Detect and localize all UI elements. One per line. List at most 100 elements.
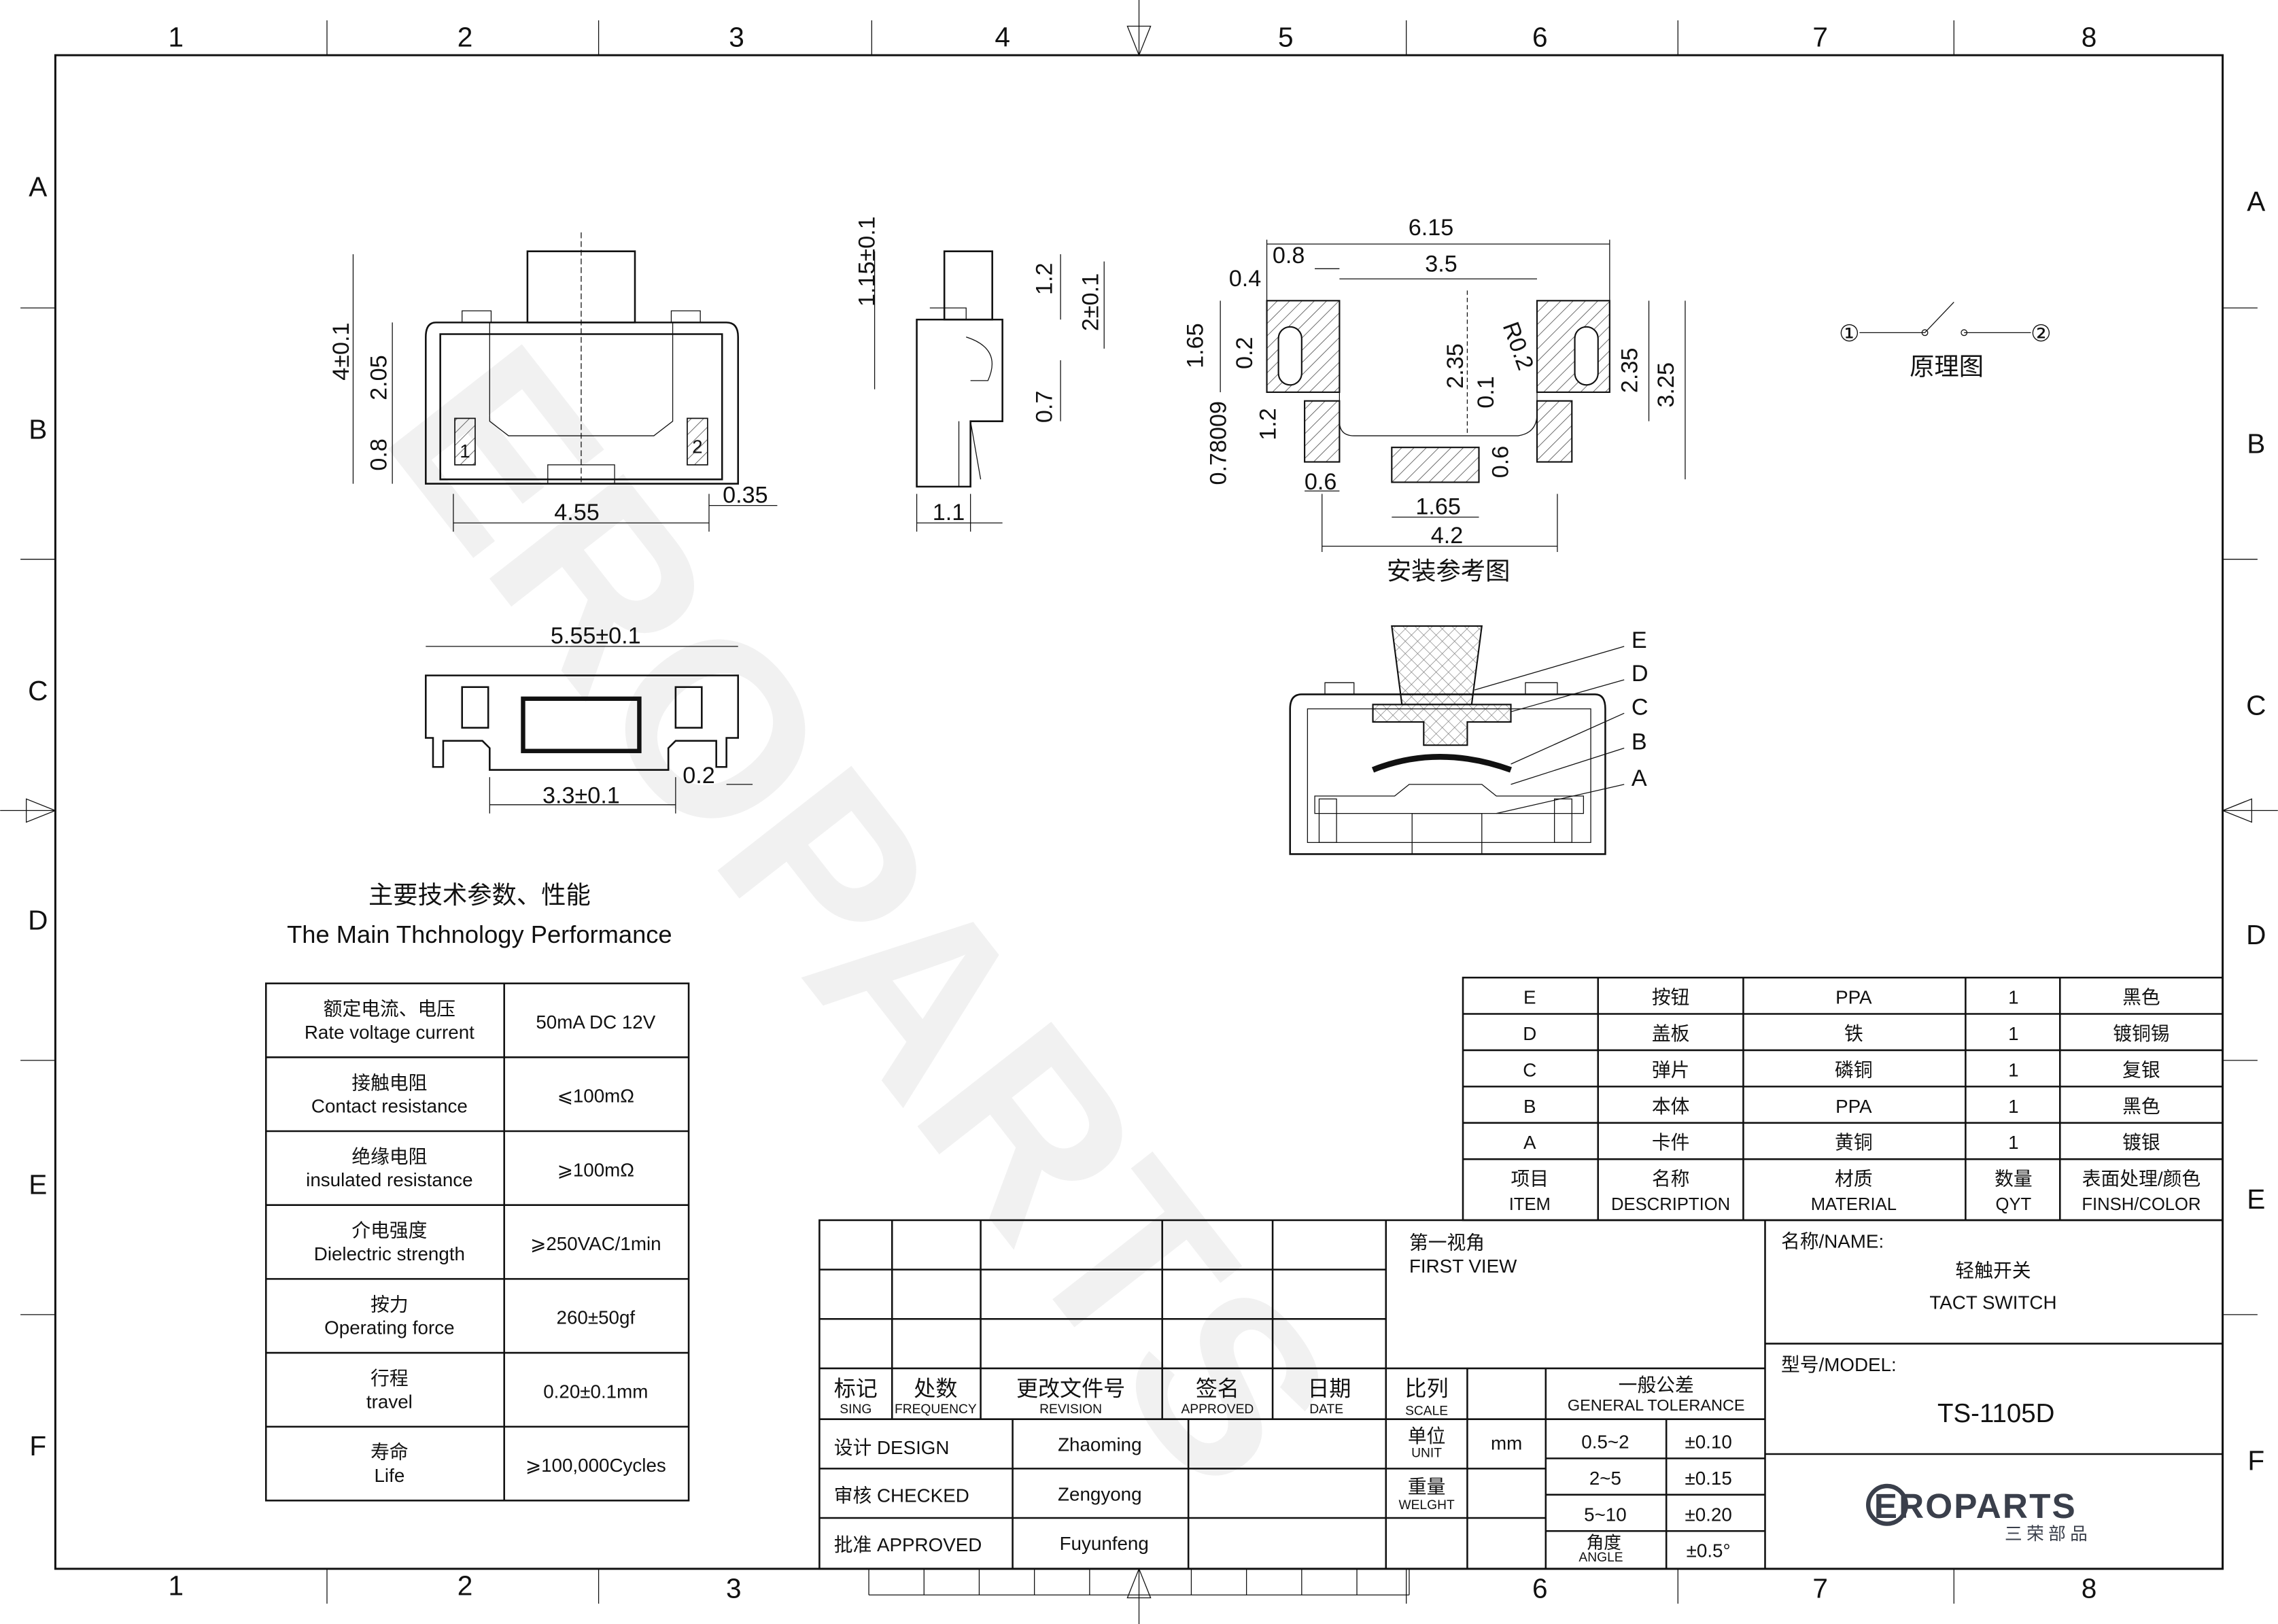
- angle-label-en: ANGLE: [1578, 1551, 1623, 1565]
- first-view-en: FIRST VIEW: [1409, 1256, 1517, 1277]
- dim-body-height: 2.05: [366, 355, 392, 400]
- bom-header-en: DESCRIPTION: [1611, 1195, 1730, 1214]
- schematic-caption: 原理图: [1910, 352, 1984, 380]
- dim-pin-height: 0.8: [366, 438, 392, 471]
- column-label: 4: [995, 21, 1010, 52]
- bom-cell: PPA: [1835, 987, 1872, 1008]
- dim-slot-gap: 0.2: [1232, 336, 1258, 369]
- row-label: A: [29, 171, 47, 202]
- rev-header-date-en: DATE: [1309, 1402, 1343, 1417]
- unit-label-en: UNIT: [1411, 1446, 1442, 1460]
- bom-cell: 复银: [2122, 1059, 2160, 1080]
- tolerance-label-cn: 一般公差: [1619, 1375, 1694, 1396]
- spec-name-en: Dielectric strength: [314, 1243, 465, 1264]
- row-label: A: [2247, 186, 2265, 217]
- spec-value: ⩾100mΩ: [557, 1159, 634, 1180]
- column-label: 5: [1278, 21, 1294, 52]
- spec-value: ⩽100mΩ: [557, 1086, 634, 1107]
- bom-cell: 磷铜: [1835, 1059, 1873, 1080]
- bom-cell: 卡件: [1652, 1132, 1690, 1153]
- row-label: B: [29, 413, 47, 445]
- bom-header-en: QYT: [1996, 1195, 2032, 1214]
- spec-name-cn: 接触电阻: [351, 1072, 427, 1093]
- dim-pad-span: 4.2: [1431, 523, 1464, 549]
- dim-slot-length: 2.35: [1443, 343, 1468, 389]
- dim-button-protrusion: 1.2: [1031, 263, 1057, 296]
- specs-title-cn: 主要技术参数、性能: [368, 881, 591, 909]
- spec-name-cn: 介电强度: [351, 1220, 427, 1241]
- column-label: 2: [458, 1570, 473, 1601]
- dim-center-pad: 1.65: [1415, 494, 1461, 519]
- tolerance-range: 5~10: [1584, 1504, 1627, 1525]
- side-view: 1.15±0.1 1.2 2±0.1 0.7 1.1: [855, 216, 1105, 532]
- dim-inner-length: 3.3±0.1: [542, 783, 620, 809]
- column-label: 7: [1812, 21, 1828, 52]
- bom-header-cn: 材质: [1835, 1169, 1873, 1190]
- bom-header-cn: 数量: [1995, 1169, 2033, 1190]
- unit-value: mm: [1491, 1433, 1522, 1454]
- bom-cell: PPA: [1835, 1096, 1872, 1117]
- bom-cell: 黑色: [2122, 1096, 2160, 1117]
- bom-cell: 本体: [1652, 1096, 1690, 1117]
- title-block: 标记 处数 更改文件号 签名 日期 比列 SING FREQUENCY REVI…: [818, 1219, 2224, 1595]
- row-label: C: [28, 675, 48, 706]
- rev-header-frequency-en: FREQUENCY: [895, 1402, 977, 1417]
- tolerance-value: ±0.15: [1685, 1468, 1732, 1489]
- bom-cell: 1: [2008, 1059, 2018, 1080]
- column-label: 6: [1532, 1573, 1548, 1604]
- checked-label: 审核 CHECKED: [834, 1485, 969, 1506]
- spec-name-en: Rate voltage current: [305, 1022, 474, 1043]
- rev-header-revision: 更改文件号: [1016, 1377, 1125, 1401]
- approved-name: Fuyunfeng: [1060, 1533, 1149, 1554]
- bom-header-en: FINSH/COLOR: [2082, 1195, 2201, 1214]
- bom-cell: A: [1523, 1132, 1536, 1153]
- dim-depth: 2±0.1: [1078, 273, 1104, 331]
- spec-value: 0.20±0.1mm: [543, 1381, 648, 1402]
- part-label-d: D: [1632, 661, 1649, 687]
- rev-header-mark-en: SING: [840, 1402, 871, 1417]
- spec-value: 260±50gf: [557, 1307, 636, 1328]
- dim-radius: R0.2: [1498, 319, 1538, 374]
- rev-header-revision-en: REVISION: [1039, 1402, 1102, 1417]
- dim-total-width: 6.15: [1409, 215, 1454, 241]
- rev-header-approved-en: APPROVED: [1181, 1402, 1254, 1417]
- spec-value: 50mA DC 12V: [536, 1012, 655, 1033]
- rev-header-approved: 签名: [1196, 1377, 1239, 1401]
- tolerance-value: ±0.10: [1685, 1431, 1732, 1452]
- dim-slot-length-right: 2.35: [1617, 348, 1642, 394]
- pin2-label: ②: [2031, 321, 2052, 347]
- bom-cell: 盖板: [1652, 1023, 1690, 1044]
- row-label: E: [2247, 1184, 2265, 1215]
- row-label: F: [2247, 1445, 2264, 1476]
- design-name: Zhaoming: [1058, 1434, 1141, 1455]
- column-label: 3: [729, 21, 744, 52]
- spec-value: ⩾250VAC/1min: [530, 1233, 661, 1254]
- dim-pad-width: 0.6: [1305, 469, 1337, 495]
- footprint-caption: 安装参考图: [1387, 557, 1511, 585]
- dim-total-height: 3.25: [1653, 362, 1679, 408]
- dim-lip: 0.2: [683, 763, 715, 789]
- bom-cell: B: [1523, 1096, 1536, 1117]
- bom-header-en: ITEM: [1509, 1195, 1551, 1214]
- tolerance-range: 0.5~2: [1581, 1431, 1629, 1452]
- rev-header-mark: 标记: [834, 1377, 878, 1401]
- bom-header-cn: 项目: [1511, 1169, 1549, 1190]
- tolerance-label-en: GENERAL TOLERANCE: [1568, 1396, 1745, 1414]
- dim-clearance: 0.1: [1473, 376, 1499, 409]
- column-label: 1: [168, 1570, 184, 1601]
- spec-name-cn: 行程: [370, 1368, 409, 1389]
- spec-name-cn: 额定电流、电压: [324, 999, 455, 1020]
- pin1-label: ①: [1839, 321, 1860, 347]
- dim-slot-offset: 0.4: [1229, 266, 1262, 292]
- pin-label: 2: [692, 436, 702, 457]
- pin-label: 1: [460, 440, 470, 462]
- dim-lead: 0.7: [1031, 391, 1057, 424]
- row-label: F: [29, 1430, 46, 1462]
- dim-offset: 0.78009: [1206, 401, 1232, 485]
- spec-name-cn: 按力: [370, 1294, 409, 1315]
- column-label: 8: [2082, 21, 2097, 52]
- model-number: TS-1105D: [1937, 1399, 2054, 1428]
